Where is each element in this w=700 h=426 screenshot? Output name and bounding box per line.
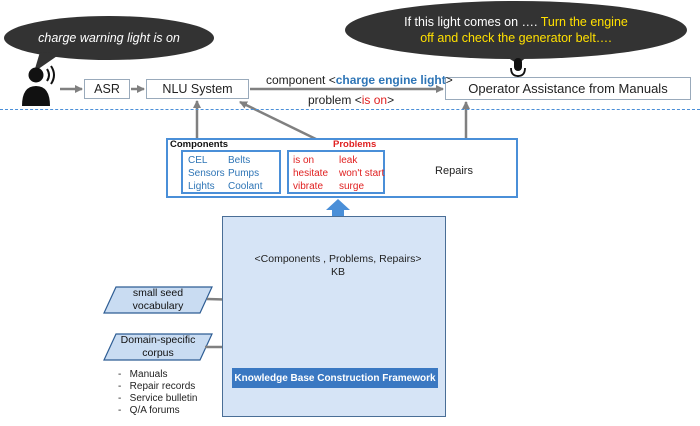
problem-item: is on [293, 155, 315, 166]
asr-box: ASR [84, 79, 130, 99]
problems-col2: leak won't start surge [339, 154, 384, 193]
components-col1: CEL Sensors Lights [188, 154, 225, 193]
nlu-label: NLU System [162, 82, 233, 96]
problems-title: Problems [333, 139, 377, 150]
user-speech-bubble: charge warning light is on [4, 16, 214, 60]
component-edge-label: component <charge engine light> [266, 73, 453, 87]
speaking-person-icon [22, 65, 55, 106]
user-bubble-tail [34, 52, 60, 72]
operator-assistance-box: Operator Assistance from Manuals [445, 77, 691, 100]
source-item: - Manuals [118, 369, 168, 380]
problems-box: is on hesitate vibrate leak won't start … [287, 150, 385, 194]
problem-value: is on [361, 93, 388, 107]
asr-label: ASR [94, 82, 120, 96]
nlu-box: NLU System [146, 79, 249, 99]
source-item: - Q/A forums [118, 405, 180, 416]
corpus-sources-list: - Manuals - Repair records - Service bul… [118, 369, 197, 417]
component-item: Belts [228, 155, 251, 166]
component-item: Sensors [188, 168, 225, 179]
source-item: - Service bulletin [118, 393, 198, 404]
user-speech-text: charge warning light is on [38, 31, 180, 45]
kb-construction-framework: Knowledge Base Construction Framework [232, 368, 438, 388]
problem-item: hesitate [293, 168, 329, 179]
kb-label-line2: KB [330, 266, 345, 278]
problem-edge-label: problem <is on> [308, 93, 395, 107]
assistant-line2: off and check the generator belt…. [420, 31, 612, 45]
source-item: - Repair records [118, 381, 196, 392]
assistant-line1-a: If this light comes on …. [404, 15, 541, 29]
problems-col1: is on hesitate vibrate [293, 154, 328, 193]
problem-item: surge [339, 181, 365, 192]
component-item: CEL [188, 155, 208, 166]
layer-separator [0, 109, 700, 110]
problem-item: vibrate [293, 181, 324, 192]
arrow-problems-to-nlu [239, 100, 323, 144]
seed-vocabulary-shape [103, 286, 213, 314]
kb-label: <Components , Problems, Repairs> KB [236, 253, 440, 279]
component-item: Pumps [228, 168, 260, 179]
problem-item: leak [339, 155, 358, 166]
component-value: charge engine light [335, 73, 446, 87]
components-title: Components [170, 139, 229, 150]
operator-assistance-label: Operator Assistance from Manuals [468, 81, 668, 96]
kb-label-line1: <Components , Problems, Repairs> [254, 253, 422, 265]
domain-corpus-shape [103, 333, 213, 361]
problem-item: won't start [339, 168, 385, 179]
component-item: Lights [188, 181, 215, 192]
assistant-line1-b: Turn the engine [540, 15, 628, 29]
component-item: Coolant [228, 181, 263, 192]
repairs-label: Repairs [435, 165, 473, 177]
components-box: CEL Sensors Lights Belts Pumps Coolant [181, 150, 281, 194]
assistant-speech-bubble: If this light comes on …. Turn the engin… [345, 1, 687, 59]
components-col2: Belts Pumps Coolant [228, 154, 262, 193]
